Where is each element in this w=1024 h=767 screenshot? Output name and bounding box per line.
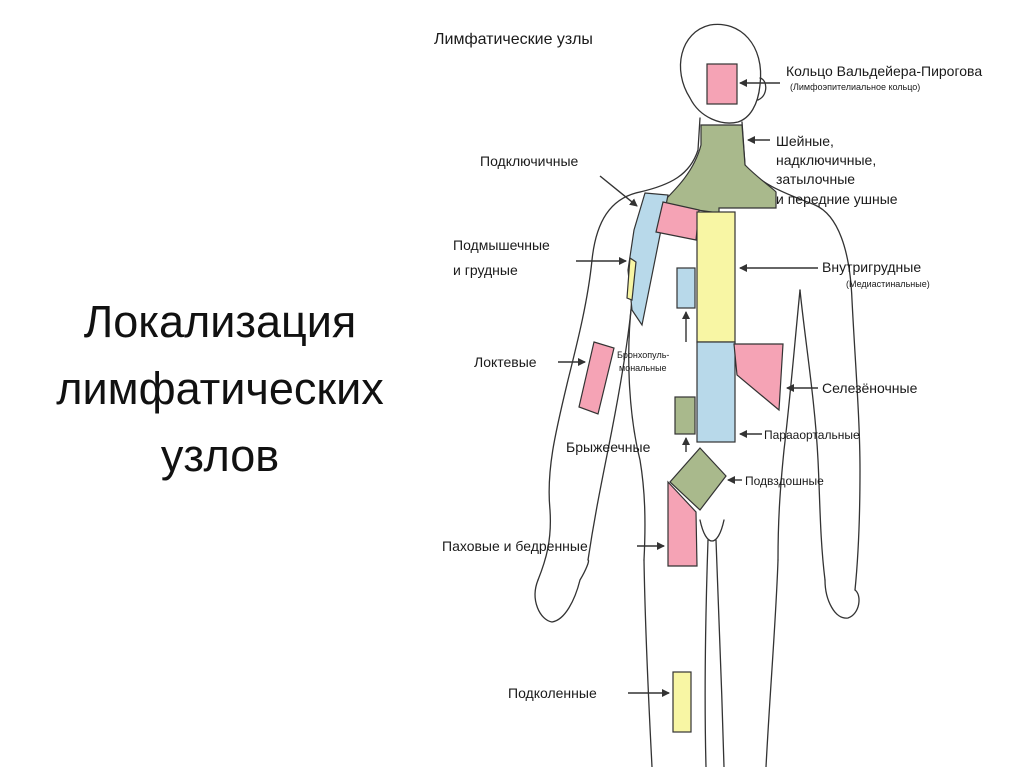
region-mesenteric: [674, 396, 696, 435]
arm-right-outer: [814, 204, 861, 591]
label-cervical-line-2: надключичные,: [776, 152, 876, 168]
slide-title-line-3: узлов: [160, 430, 280, 481]
label-intrathoracic-line-2: (Медиастинальные): [846, 279, 930, 289]
region-cubital: [578, 341, 615, 415]
label-paraaortic: Парааортальные: [764, 428, 860, 442]
neck-left: [639, 117, 701, 193]
region-paraaortic: [696, 341, 736, 443]
leg-left-outer: [643, 559, 653, 767]
region-cervical: [658, 124, 777, 214]
region-waldeyer: [706, 63, 738, 105]
torso-left: [628, 299, 646, 561]
label-axillary-line-1: Подмышечные: [453, 237, 550, 253]
lymph-regions: [578, 63, 784, 733]
slide-title-line-1: Локализация: [83, 296, 357, 347]
arm-right-inner: [799, 289, 826, 581]
pointer-arrows: [558, 79, 818, 697]
label-inguinal: Паховые и бедренные: [442, 538, 588, 554]
label-mesenteric: Брыжеечные: [566, 439, 651, 455]
head-outline: [679, 23, 762, 124]
torso-right: [777, 289, 801, 561]
hand-left: [534, 559, 590, 623]
region-iliac: [669, 447, 727, 511]
arm-left-outer: [537, 191, 641, 581]
region-axillary-chest: [626, 256, 637, 301]
region-intrathoracic: [696, 211, 736, 343]
crotch: [699, 519, 725, 542]
diagram-labels: Лимфатические узлы Кольцо Вальдейера-Пир…: [434, 31, 982, 701]
label-cubital: Локтевые: [474, 354, 537, 370]
region-popliteal: [672, 671, 692, 733]
diagram-title: Лимфатические узлы: [434, 31, 593, 48]
slide-title: Локализация лимфатических узлов: [20, 288, 420, 489]
hand-right: [824, 579, 860, 619]
label-waldeyer-line-1: Кольцо Вальдейера-Пирогова: [786, 63, 982, 79]
leg-inner-left: [704, 539, 709, 767]
slide-title-line-2: лимфатических: [56, 363, 384, 414]
region-inguinal: [667, 480, 698, 567]
leg-inner-right: [715, 539, 725, 767]
leg-right-outer: [765, 559, 779, 767]
label-bronchopulmonary-line-1: Бронхопуль-: [617, 350, 669, 360]
label-splenic: Селезёночные: [822, 380, 918, 396]
region-splenic: [733, 343, 784, 412]
arrow-subclavian: [599, 175, 638, 207]
arm-left-inner: [587, 299, 633, 561]
label-waldeyer-line-2: (Лимфоэпителиальное кольцо): [790, 82, 920, 92]
label-axillary-line-2: и грудные: [453, 262, 518, 278]
label-cervical-line-3: затылочные: [776, 171, 855, 187]
body-outline: [534, 23, 861, 767]
ear-outline: [757, 77, 767, 101]
region-bronchopulmonary: [676, 267, 696, 309]
label-subclavian: Подключичные: [480, 153, 579, 169]
label-cervical-line-4: и передние ушные: [776, 191, 898, 207]
label-popliteal: Подколенные: [508, 685, 597, 701]
label-iliac: Подвздошные: [745, 474, 824, 488]
region-subclavian: [655, 201, 700, 241]
label-cervical-line-1: Шейные,: [776, 133, 834, 149]
label-intrathoracic-line-1: Внутригрудные: [822, 259, 921, 275]
label-bronchopulmonary-line-2: мональные: [619, 363, 667, 373]
